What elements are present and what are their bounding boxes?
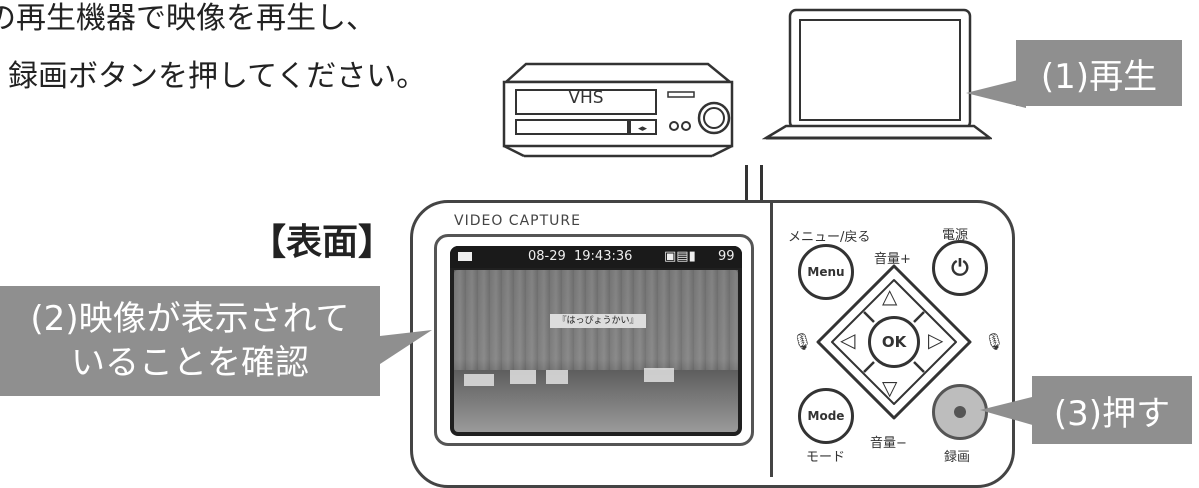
battery-level: 99 <box>718 249 735 264</box>
menu-caption: メニュー/戻る <box>788 226 870 245</box>
stage-banner: 『はっぴょうかい』 <box>550 314 646 328</box>
vcr-label: VHS <box>556 88 616 108</box>
right-arrow-icon[interactable]: ▷ <box>928 328 943 352</box>
mic-volume-down-icon: 🎙 <box>792 332 812 351</box>
performer-group <box>510 370 536 384</box>
vcr-player: ◂▸ VHS <box>494 60 738 160</box>
screen-date: 08-29 <box>528 249 566 264</box>
mic-volume-up-icon: 🎙 <box>984 332 1004 351</box>
callout-confirm: (2)映像が表示されて いることを確認 <box>0 286 380 396</box>
callout-play: (1)再生 <box>1016 40 1182 106</box>
callout-press-pointer <box>980 396 1036 430</box>
record-caption: 録画 <box>944 446 970 465</box>
surface-label: 【表面】 <box>250 213 394 265</box>
performer-group <box>644 368 674 382</box>
callout-confirm-line2: いることを確認 <box>71 341 309 385</box>
left-arrow-icon[interactable]: ◁ <box>840 328 855 352</box>
laptop <box>762 8 992 148</box>
record-dot-icon <box>954 406 966 418</box>
svg-text:◂▸: ◂▸ <box>638 124 648 134</box>
callout-confirm-line1: (2)映像が表示されて <box>30 297 349 341</box>
vcr-player-icon: ◂▸ <box>494 60 738 160</box>
device-brand: VIDEO CAPTURE <box>454 213 581 229</box>
callout-confirm-pointer <box>380 330 432 368</box>
screen-time: 19:43:36 <box>574 249 632 264</box>
callout-press: (3)押す <box>1032 376 1192 444</box>
cable-left <box>745 165 748 203</box>
mode-caption: モード <box>806 446 845 465</box>
ok-button[interactable]: OK <box>868 316 920 368</box>
up-arrow-icon[interactable]: △ <box>882 284 897 308</box>
cable-right <box>760 165 763 203</box>
instruction-line-2: 録画ボタンを押してください。 <box>8 62 426 92</box>
performer-group <box>464 374 494 386</box>
status-icons: ▣▤▮ <box>664 249 696 264</box>
record-camera-icon <box>458 252 472 261</box>
volume-down-caption: 音量− <box>870 432 907 451</box>
laptop-icon <box>762 8 992 148</box>
stage-video: 『はっぴょうかい』 <box>454 270 738 432</box>
screen: 08-29 19:43:36 ▣▤▮ 99 『はっぴょうかい』 <box>450 246 742 436</box>
device-divider <box>770 201 773 477</box>
instruction-line-1: の再生機器で映像を再生し、 <box>0 4 376 34</box>
mode-button[interactable]: Mode <box>798 388 854 444</box>
down-arrow-icon[interactable]: ▽ <box>882 376 897 400</box>
performer-group <box>546 370 568 384</box>
